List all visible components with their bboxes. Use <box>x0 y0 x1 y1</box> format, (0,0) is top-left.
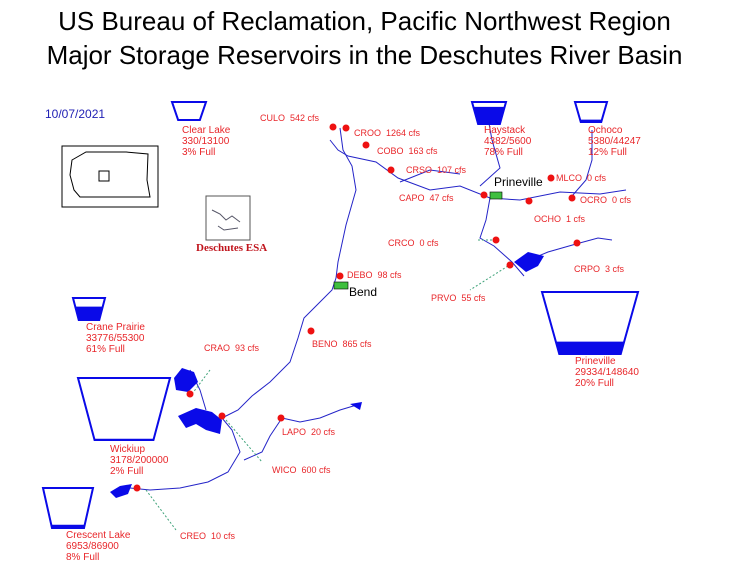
station-dot-crpo[interactable] <box>573 239 581 247</box>
station-label-capo[interactable]: CAPO 47 cfs <box>399 193 454 203</box>
station-label-croo[interactable]: CROO 1264 cfs <box>354 128 421 138</box>
reservoir-glyph-prineville[interactable] <box>540 291 640 355</box>
station-label-debo[interactable]: DEBO 98 cfs <box>347 270 402 280</box>
prineville-lake <box>514 252 544 272</box>
map-title: US Bureau of Reclamation, Pacific Northw… <box>58 6 671 36</box>
town-label-bend: Bend <box>349 285 378 299</box>
station-dot-crao[interactable] <box>186 390 194 398</box>
station-dot-culo[interactable] <box>329 123 337 131</box>
reservoir-glyph-ochoco[interactable] <box>573 101 609 123</box>
crescent-lake-water <box>110 484 132 498</box>
east-lake-water <box>350 402 362 410</box>
deschutes-river <box>221 127 357 419</box>
crooked-river-upper <box>329 139 627 201</box>
crooked-river-lower <box>479 197 525 277</box>
reservoir-glyph-crescent-lake[interactable] <box>41 487 95 529</box>
haystack-canal <box>479 117 501 187</box>
leader-wico <box>225 419 263 463</box>
fall-river <box>281 403 361 423</box>
station-dot-mlco[interactable] <box>547 174 555 182</box>
report-date: 10/07/2021 <box>45 107 106 121</box>
ochoco-creek <box>571 130 593 197</box>
station-label-beno[interactable]: BENO 865 cfs <box>312 339 372 349</box>
station-label-prvo[interactable]: PRVO 55 cfs <box>431 293 486 303</box>
station-label-ocho[interactable]: OCHO 1 cfs <box>534 214 586 224</box>
reservoir-lakes <box>110 252 544 498</box>
esa-thumbnail[interactable] <box>205 195 251 241</box>
station-dot-wico[interactable] <box>218 412 226 420</box>
reservoir-fill-prineville <box>555 341 625 354</box>
reservoir-glyph-wickiup[interactable] <box>76 377 172 441</box>
station-label-lapo[interactable]: LAPO 20 cfs <box>282 427 336 437</box>
prineville-town-marker[interactable] <box>489 191 503 200</box>
map-subtitle: Major Storage Reservoirs in the Deschute… <box>46 40 683 70</box>
deschutes-lower-reach <box>129 417 241 491</box>
station-label-crso[interactable]: CRSO 107 cfs <box>406 165 467 175</box>
station-dot-croo[interactable] <box>342 124 350 132</box>
little-deschutes <box>243 417 283 461</box>
station-label-crco[interactable]: CRCO 0 cfs <box>388 238 439 248</box>
station-dot-crso[interactable] <box>387 166 395 174</box>
station-dot-debo[interactable] <box>336 272 344 280</box>
esa-label[interactable]: Deschutes ESA <box>196 242 268 254</box>
station-dot-cobo[interactable] <box>362 141 370 149</box>
culver-canal <box>399 169 461 183</box>
station-label-mlco[interactable]: MLCO 0 cfs <box>556 173 607 183</box>
river-network <box>129 117 627 491</box>
station-dot-prvo[interactable] <box>506 261 514 269</box>
station-label-crpo[interactable]: CRPO 3 cfs <box>574 264 625 274</box>
crane-prairie-lake <box>174 368 198 392</box>
station-dot-crco[interactable] <box>492 236 500 244</box>
wickiup-lake <box>178 408 222 434</box>
station-label-ocro[interactable]: OCRO 0 cfs <box>580 195 632 205</box>
station-label-cobo[interactable]: COBO 163 cfs <box>377 146 438 156</box>
esa-thumbnail-river <box>211 209 241 231</box>
basin-locator-box <box>98 170 110 182</box>
station-dot-ocro[interactable] <box>568 194 576 202</box>
station-label-culo[interactable]: CULO 542 cfs <box>260 113 320 123</box>
reservoir-fill-crane-prairie <box>75 306 103 320</box>
bend-town-marker[interactable] <box>333 281 349 290</box>
reservoir-fill-haystack <box>473 106 505 124</box>
leader-lines <box>145 239 509 531</box>
station-label-crao[interactable]: CRAO 93 cfs <box>204 343 260 353</box>
reservoir-glyph-clear-lake[interactable] <box>170 101 208 121</box>
leader-prvo <box>469 265 509 291</box>
station-label-wico[interactable]: WICO 600 cfs <box>272 465 331 475</box>
reservoir-glyph-crane-prairie[interactable] <box>71 297 107 321</box>
station-dot-beno[interactable] <box>307 327 315 335</box>
reservoir-glyph-haystack[interactable] <box>470 101 508 125</box>
station-dot-capo[interactable] <box>480 191 488 199</box>
station-dot-lapo[interactable] <box>277 414 285 422</box>
leader-creo <box>145 489 177 531</box>
oregon-outline <box>69 151 151 198</box>
station-label-creo[interactable]: CREO 10 cfs <box>180 531 236 541</box>
station-dot-creo[interactable] <box>133 484 141 492</box>
town-label-prineville: Prineville <box>494 175 543 189</box>
leader-crao <box>191 369 211 395</box>
station-dot-ocho[interactable] <box>525 197 533 205</box>
